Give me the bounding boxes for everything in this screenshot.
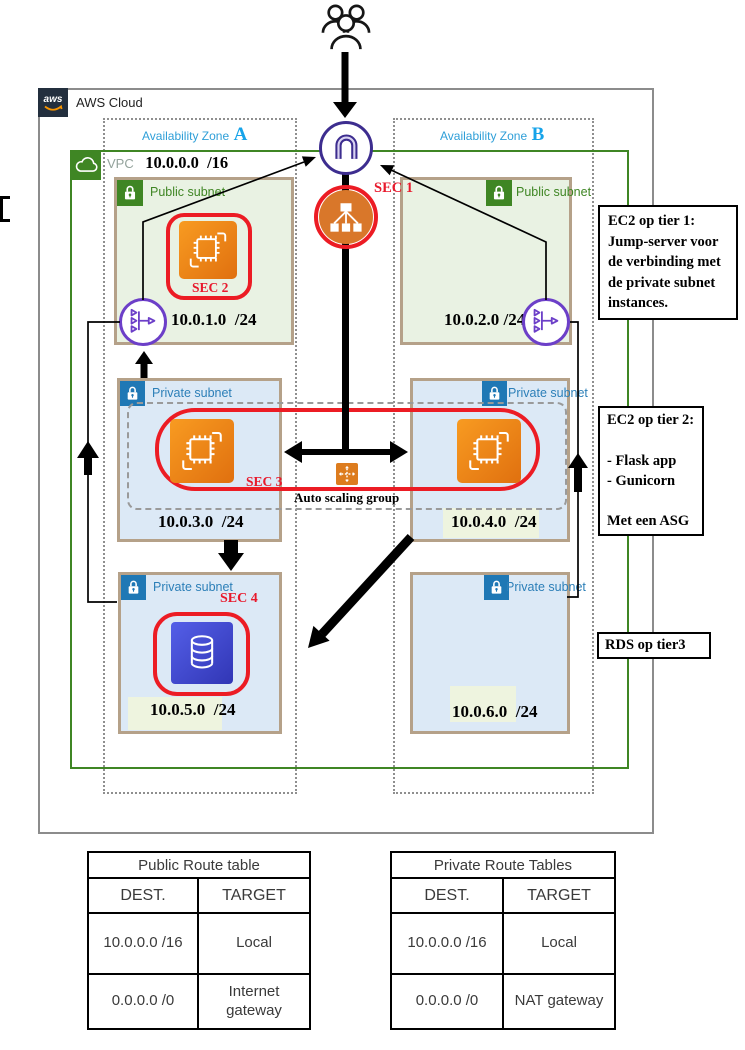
cell-dest: 10.0.0.0 /16 [392, 914, 504, 973]
aws-logo-icon: aws [38, 88, 68, 117]
column-header: TARGET [222, 886, 286, 904]
public-subnet-right-label: Public subnet [516, 185, 592, 199]
cell-dest: 10.0.0.0 /16 [89, 914, 199, 973]
vpc-cidr: 10.0.0.0 /16 [145, 153, 229, 172]
table-header-row: DEST. TARGET [89, 879, 309, 912]
private-subnet-bottom-left-cidr: 10.0.5.0 /24 [150, 700, 236, 719]
public-subnet-right-cidr: 10.0.2.0 /24 [444, 310, 526, 329]
rds-database-icon [171, 622, 233, 684]
private-subnet-bottom-left-label: Private subnet [153, 580, 233, 594]
cropped-edge-mark [0, 196, 10, 222]
cell-dest: 0.0.0.0 /0 [392, 975, 504, 1028]
label-highlight [450, 686, 516, 722]
table-header-row: DEST. TARGET [392, 879, 614, 912]
private-subnet-mid-right-label: Private subnet [508, 386, 588, 400]
ec2-instance-icon [179, 221, 237, 279]
table-title: Private Route Tables [392, 853, 614, 879]
cell-target: NAT gateway [514, 992, 604, 1010]
sec1-label: SEC 1 [374, 180, 414, 196]
vpc-cloud-icon [70, 150, 101, 180]
column-header: TARGET [527, 886, 591, 904]
table-row: 0.0.0.0 /0 Internet gateway [89, 973, 309, 1028]
sec3-label: SEC 3 [246, 474, 283, 489]
cell-target: Internet gateway [226, 982, 282, 1019]
availability-zone-b-label: Availability Zone B [440, 124, 545, 145]
sec4-label: SEC 4 [220, 591, 258, 606]
private-subnet-mid-right-cidr: 10.0.4.0 /24 [451, 512, 537, 531]
private-subnet-mid-left-label: Private subnet [152, 386, 232, 400]
label-highlight [443, 508, 539, 538]
private-subnet-lock-icon [121, 575, 146, 600]
column-header: DEST. [392, 879, 504, 912]
table-title: Public Route table [89, 853, 309, 879]
public-subnet-left-label: Public subnet [150, 185, 226, 199]
private-subnet-lock-icon [484, 575, 509, 600]
table-row: 10.0.0.0 /16 Local [392, 912, 614, 973]
load-balancer-icon [319, 190, 373, 244]
public-route-table: Public Route table DEST. TARGET 10.0.0.0… [87, 851, 311, 1030]
table-row: 0.0.0.0 /0 NAT gateway [392, 973, 614, 1028]
private-subnet-bottom-right-cidr: 10.0.6.0 /24 [452, 702, 538, 721]
auto-scaling-icon [336, 463, 358, 485]
auto-scaling-group-label: Auto scaling group [294, 490, 400, 505]
cell-target: Local [541, 934, 577, 952]
availability-zone-a-label: Availability Zone A [142, 124, 248, 145]
private-route-table: Private Route Tables DEST. TARGET 10.0.0… [390, 851, 616, 1030]
column-header: DEST. [89, 879, 199, 912]
internet-gateway-icon [319, 121, 373, 175]
users-icon [317, 2, 375, 52]
ec2-instance-icon [457, 419, 521, 483]
private-subnet-bottom-right-label: Private subnet [506, 580, 586, 594]
private-subnet-lock-icon [482, 381, 507, 406]
public-subnet-lock-icon [486, 180, 512, 206]
elb-to-asg-connector [342, 162, 349, 452]
ec2-instance-icon [170, 419, 234, 483]
nat-gateway-icon [119, 298, 167, 346]
public-subnet-left-cidr: 10.0.1.0 /24 [171, 310, 257, 329]
annotation-tier3: RDS op tier3 [597, 632, 711, 659]
sec4-security-group-ring [153, 612, 250, 696]
label-highlight [128, 697, 222, 730]
annotation-tier1: EC2 op tier 1: Jump-server voor de verbi… [598, 205, 738, 320]
aws-cloud-label: AWS Cloud [76, 95, 143, 110]
cell-target: Local [236, 934, 272, 952]
private-subnet-lock-icon [120, 381, 145, 406]
annotation-tier2: EC2 op tier 2: - Flask app - Gunicorn Me… [598, 406, 704, 536]
public-subnet-lock-icon [117, 180, 143, 206]
sec2-label: SEC 2 [192, 280, 229, 295]
vpc-label: VPC 10.0.0.0 /16 [107, 153, 229, 172]
nat-gateway-icon [522, 298, 570, 346]
svg-text:aws: aws [44, 94, 63, 105]
private-subnet-mid-left-cidr: 10.0.3.0 /24 [158, 512, 244, 531]
sec1-security-group-ring [314, 185, 378, 249]
cell-dest: 0.0.0.0 /0 [89, 975, 199, 1028]
table-row: 10.0.0.0 /16 Local [89, 912, 309, 973]
